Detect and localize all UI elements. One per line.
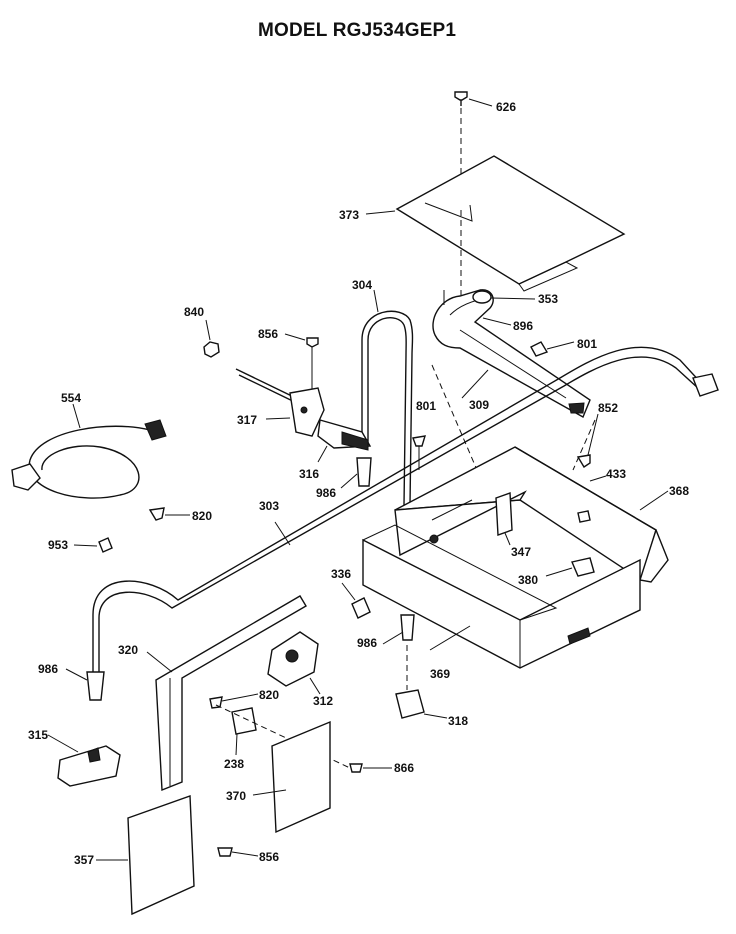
clip-380 [545, 557, 595, 577]
burner-box-369 [362, 524, 641, 669]
cover-370 [252, 720, 331, 834]
label-370: 370 [226, 789, 246, 803]
switch-238 [231, 707, 257, 756]
diagram-title: MODEL RGJ534GEP1 [258, 20, 457, 41]
screw-856-lower [217, 847, 259, 857]
bracket-317 [265, 387, 325, 437]
label-801-upper: 801 [577, 337, 597, 351]
label-368: 368 [669, 484, 689, 498]
bracket-320 [146, 595, 307, 792]
label-896: 896 [513, 319, 533, 333]
label-820-b: 820 [259, 688, 279, 702]
panel-357 [96, 795, 195, 916]
screw-852 [576, 413, 599, 468]
label-856-lower: 856 [259, 850, 279, 864]
label-347: 347 [511, 545, 531, 559]
label-626: 626 [496, 100, 516, 114]
screw-866 [349, 763, 392, 773]
label-986-c: 986 [38, 662, 58, 676]
label-840: 840 [184, 305, 204, 319]
burner-309 [432, 289, 591, 418]
label-801-lower: 801 [416, 399, 436, 413]
label-316: 316 [299, 467, 319, 481]
fitting-336 [341, 582, 371, 619]
screw-820-a [148, 507, 190, 521]
fitting-986-a [340, 457, 372, 489]
label-433: 433 [606, 467, 626, 481]
label-866: 866 [394, 761, 414, 775]
regulator-312 [267, 631, 321, 695]
label-318: 318 [448, 714, 468, 728]
label-320: 320 [118, 643, 138, 657]
label-856: 856 [258, 327, 278, 341]
label-380: 380 [518, 573, 538, 587]
cap-840 [203, 319, 220, 358]
label-304: 304 [352, 278, 372, 292]
burner-box-368 [394, 446, 669, 583]
bracket-347 [495, 492, 513, 546]
clip-953 [73, 537, 113, 553]
screw-626 [454, 91, 493, 107]
label-315: 315 [28, 728, 48, 742]
valve-316 [317, 419, 372, 463]
label-986-a: 986 [316, 486, 336, 500]
screw-801-upper [530, 341, 575, 357]
tube-303 [92, 346, 719, 675]
label-238: 238 [224, 757, 244, 771]
label-852: 852 [598, 401, 618, 415]
label-353: 353 [538, 292, 558, 306]
label-309: 309 [469, 398, 489, 412]
label-312: 312 [313, 694, 333, 708]
label-336: 336 [331, 567, 351, 581]
label-357: 357 [74, 853, 94, 867]
leader-852-box [572, 419, 596, 471]
fitting-986-c [65, 668, 105, 701]
label-317: 317 [237, 413, 257, 427]
tube-304 [361, 289, 414, 506]
label-369: 369 [430, 667, 450, 681]
nut-433 [577, 475, 607, 523]
fitting-986-b [382, 614, 415, 645]
heat-shield-373 [365, 155, 626, 292]
harness-554 [11, 403, 167, 499]
label-303: 303 [259, 499, 279, 513]
valve-318 [395, 689, 448, 719]
label-820-a: 820 [192, 509, 212, 523]
valve-315 [47, 734, 121, 787]
label-554: 554 [61, 391, 81, 405]
label-986-b: 986 [357, 636, 377, 650]
label-373: 373 [339, 208, 359, 222]
label-953: 953 [48, 538, 68, 552]
screw-801-lower [412, 435, 426, 470]
